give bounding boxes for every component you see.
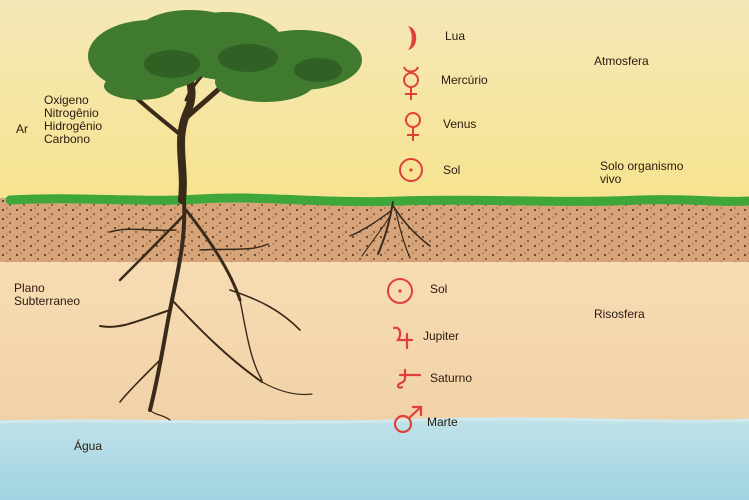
solo-organismo-vivo-label: Solo organismo vivo	[600, 160, 683, 186]
jupiter-icon	[390, 322, 418, 350]
planet-label-mercurio: Mercúrio	[441, 74, 488, 87]
risosfera-label: Risosfera	[594, 308, 645, 321]
ar-label: Ar	[16, 123, 28, 136]
moon-icon	[398, 24, 422, 52]
water-layer	[0, 420, 749, 500]
plano-subterraneo-label: Plano Subterraneo	[14, 282, 80, 308]
elements-label: Oxigeno Nitrogênio Hidrogênio Carbono	[44, 94, 102, 146]
mercury-icon	[398, 64, 424, 104]
ground-line	[10, 198, 749, 202]
planet-label-sol-upper: Sol	[443, 164, 460, 177]
sun-icon	[385, 276, 415, 306]
subsoil-layer	[0, 262, 749, 422]
planet-label-venus: Venus	[443, 118, 476, 131]
planet-label-lua: Lua	[445, 30, 465, 43]
planet-label-saturno: Saturno	[430, 372, 472, 385]
agua-label: Água	[74, 440, 102, 453]
mars-icon	[391, 404, 425, 436]
planet-label-marte: Marte	[427, 416, 458, 429]
saturn-icon	[392, 366, 422, 390]
venus-icon	[402, 110, 424, 144]
sun-icon	[397, 156, 425, 184]
planet-label-jupiter: Jupiter	[423, 330, 459, 343]
planet-label-sol-lower: Sol	[430, 283, 447, 296]
atmosfera-label: Atmosfera	[594, 55, 649, 68]
